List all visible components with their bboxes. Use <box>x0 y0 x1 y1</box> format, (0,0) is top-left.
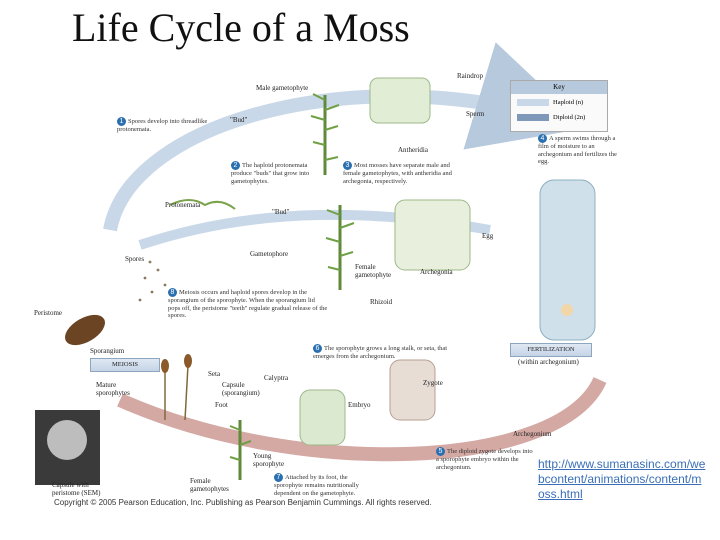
label-spores: Spores <box>125 255 145 263</box>
label-capsule-with-peristome: Capsule with peristome (SEM) <box>52 481 101 497</box>
antheridia-closeup <box>369 77 431 124</box>
label-female-gametophytes: Female gametophytes <box>190 477 229 493</box>
source-link[interactable]: http://www.sumanasinc.com/webcontent/ani… <box>538 457 706 501</box>
step-8-number: 8 <box>168 288 177 297</box>
step-2-text: The haploid protonemata produce "buds" t… <box>231 162 310 185</box>
step-6-text: The sporophyte grows a long stalk, or se… <box>313 345 448 360</box>
label-mature-sporophytes: Mature sporophytes <box>96 381 130 397</box>
step-4-text: A sperm swims through a film of moisture… <box>538 135 617 165</box>
step-1-text: Spores develop into threadlike protonema… <box>117 118 208 133</box>
male-gametophyte-illustration <box>310 93 340 175</box>
step-5-number: 5 <box>436 447 445 456</box>
step-3-number: 3 <box>343 161 352 170</box>
label-capsule: Capsule (sporangium) <box>222 381 260 397</box>
female-gametophyte-illustration <box>325 205 355 290</box>
label-sperm: Sperm <box>466 110 485 118</box>
label-female-gametophyte-1: Female gametophyte <box>355 263 392 279</box>
label-protonemata: Protonemata <box>165 201 201 209</box>
key-legend: Key Haploid (n) Diploid (2n) <box>510 80 608 132</box>
step-3-text: Most mosses have separate male and femal… <box>343 162 452 185</box>
haploid-cycle-arrow <box>103 42 587 232</box>
step-7-text: Attached by its foot, the sporophyte rem… <box>274 474 359 497</box>
fertilization-banner: FERTILIZATION <box>510 343 592 357</box>
label-young-sporophyte: Young sporophyte <box>253 452 285 468</box>
key-haploid-label: Haploid (n) <box>553 99 584 106</box>
label-male-gametophyte: Male gametophyte <box>256 84 309 92</box>
label-raindrop: Raindrop <box>457 72 484 80</box>
label-calyptra: Calyptra <box>264 374 289 382</box>
young-sporophyte-illustration <box>229 420 252 480</box>
key-diploid: Diploid (2n) <box>517 114 585 121</box>
archegonium-egg-closeup <box>539 179 596 341</box>
label-gametophore: Gametophore <box>250 250 289 258</box>
label-rhizoid: Rhizoid <box>370 298 393 306</box>
step-1-number: 1 <box>117 117 126 126</box>
label-archegonium: Archegonium <box>513 430 552 438</box>
embryo-closeup <box>299 389 346 446</box>
label-bud-2: "Bud" <box>272 208 290 216</box>
step-7-number: 7 <box>274 473 283 482</box>
label-peristome: Peristome <box>34 309 62 317</box>
key-diploid-label: Diploid (2n) <box>553 114 586 121</box>
diploid-swatch <box>517 114 549 121</box>
step-2-number: 2 <box>231 161 240 170</box>
meiosis-banner: MEIOSIS <box>90 358 160 372</box>
step-5-text: The diploid zygote develops into a sporo… <box>436 448 533 471</box>
label-embryo: Embryo <box>348 401 371 409</box>
label-sporangium: Sporangium <box>90 347 125 355</box>
step-4-number: 4 <box>538 134 547 143</box>
protonemata-illustration <box>169 199 236 210</box>
spores-dots <box>138 260 167 302</box>
haploid-swatch <box>517 99 549 106</box>
diploid-cycle-arrow <box>117 376 607 462</box>
page-title: Life Cycle of a Moss <box>72 5 410 50</box>
step-8-text: Meiosis occurs and haploid spores develo… <box>168 289 328 319</box>
key-haploid: Haploid (n) <box>517 99 583 106</box>
mature-sporophytes-illustration <box>161 354 192 421</box>
label-seta: Seta <box>208 370 221 378</box>
zygote-closeup <box>389 359 436 421</box>
label-antheridia: Antheridia <box>398 146 428 154</box>
label-egg: Egg <box>482 232 494 240</box>
key-heading: Key <box>511 81 607 94</box>
label-foot: Foot <box>215 401 228 409</box>
sporangium-illustration <box>65 314 105 346</box>
within-archegonium-note: (within archegonium) <box>518 358 579 366</box>
copyright-notice: Copyright © 2005 Pearson Education, Inc.… <box>54 498 432 507</box>
label-archegonia: Archegonia <box>420 268 453 276</box>
step-6-number: 6 <box>313 344 322 353</box>
label-zygote: Zygote <box>423 379 443 387</box>
archegonia-closeup <box>394 199 471 271</box>
label-bud-1: "Bud" <box>230 116 248 124</box>
